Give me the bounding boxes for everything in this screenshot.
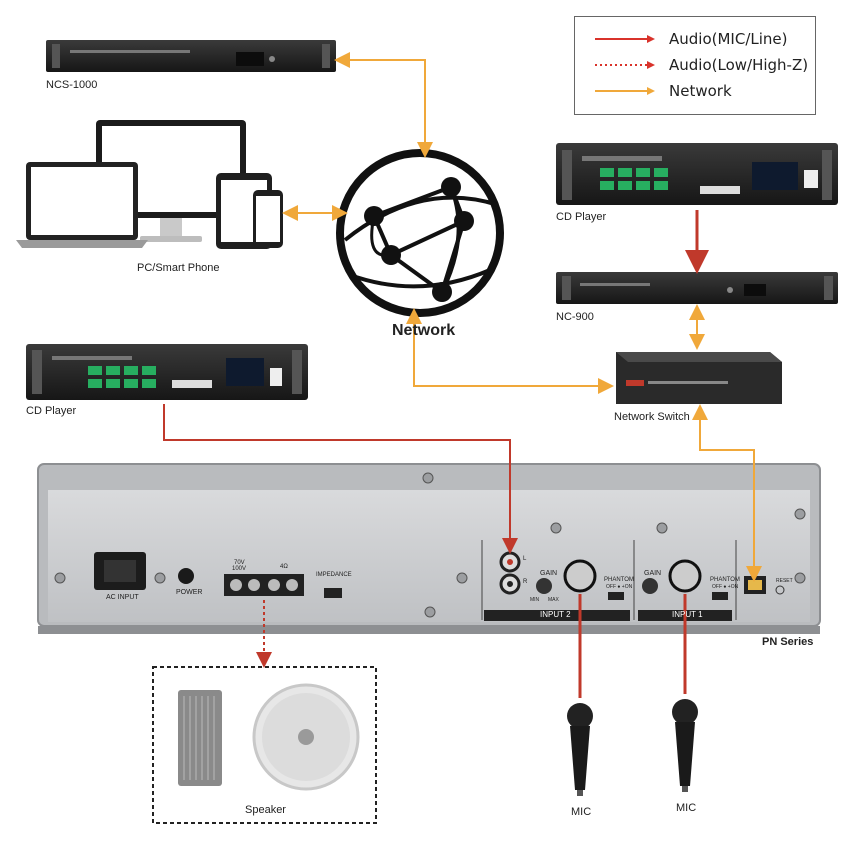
pn-series-panel (37, 463, 821, 634)
reset-label: RESET (776, 578, 793, 584)
network-switch-device (616, 352, 782, 404)
impedance-label: IMPEDANCE (316, 572, 352, 578)
channel-r-label: R (523, 579, 528, 585)
network-label: Network (392, 322, 456, 339)
100v-label: 100V (232, 566, 247, 572)
max-label: MAX (548, 597, 559, 603)
pc-label: PC/Smart Phone (137, 262, 220, 274)
speaker-group (152, 666, 377, 824)
gain-label-input2: GAIN (540, 570, 558, 577)
audio-connections (163, 210, 709, 698)
legend-label: Audio(Low/High-Z) (669, 56, 809, 74)
channel-l-label: L (523, 556, 527, 562)
phantom-label-input1: PHANTOM (710, 577, 740, 583)
off-on-label-input1: OFF ● +ON (712, 584, 739, 590)
mic-left-label: MIC (571, 806, 592, 818)
legend-label: Network (669, 82, 732, 100)
legend-item-audio-mic-line: Audio(MIC/Line) (595, 29, 788, 49)
4ohm-label: 4Ω (280, 564, 288, 570)
input2-label: INPUT 2 (540, 610, 571, 619)
gain-label-input1: GAIN (644, 570, 662, 577)
input1-label: INPUT 1 (672, 610, 703, 619)
pc-devices-icon (16, 120, 283, 249)
cd-player-left-device (26, 344, 308, 400)
ncs1000-device (46, 40, 336, 72)
off-on-label-input2: OFF ● +ON (606, 584, 633, 590)
solid-red-arrow-icon (595, 35, 655, 43)
orange-arrow-icon (595, 87, 655, 95)
mic-right-label: MIC (676, 802, 697, 814)
legend: Audio(MIC/Line) Audio(Low/High-Z) Networ… (574, 16, 816, 115)
mic-left-icon (567, 703, 593, 796)
power-label: POWER (176, 589, 203, 596)
network-switch-label: Network Switch (614, 411, 690, 423)
ncs1000-label: NCS-1000 (46, 79, 98, 91)
cd-player-top-device (556, 143, 838, 205)
phantom-label-input2: PHANTOM (604, 577, 634, 583)
legend-label: Audio(MIC/Line) (669, 30, 788, 48)
legend-item-network: Network (595, 81, 732, 101)
ac-input-label: AC INPUT (106, 594, 139, 601)
cd-player-left-label: CD Player (26, 405, 77, 417)
speaker-label: Speaker (245, 804, 286, 816)
dotted-red-arrow-icon (595, 61, 655, 69)
legend-item-audio-low-high-z: Audio(Low/High-Z) (595, 55, 808, 75)
pn-series-label: PN Series (762, 636, 814, 648)
network-globe-icon (336, 149, 504, 317)
min-label: MIN (530, 597, 540, 603)
70v-label: 70V (234, 560, 245, 566)
network-connections (282, 52, 762, 582)
nc900-device (556, 272, 838, 304)
nc900-label: NC-900 (556, 311, 594, 323)
mic-right-icon (672, 699, 698, 792)
cd-player-top-label: CD Player (556, 211, 607, 223)
